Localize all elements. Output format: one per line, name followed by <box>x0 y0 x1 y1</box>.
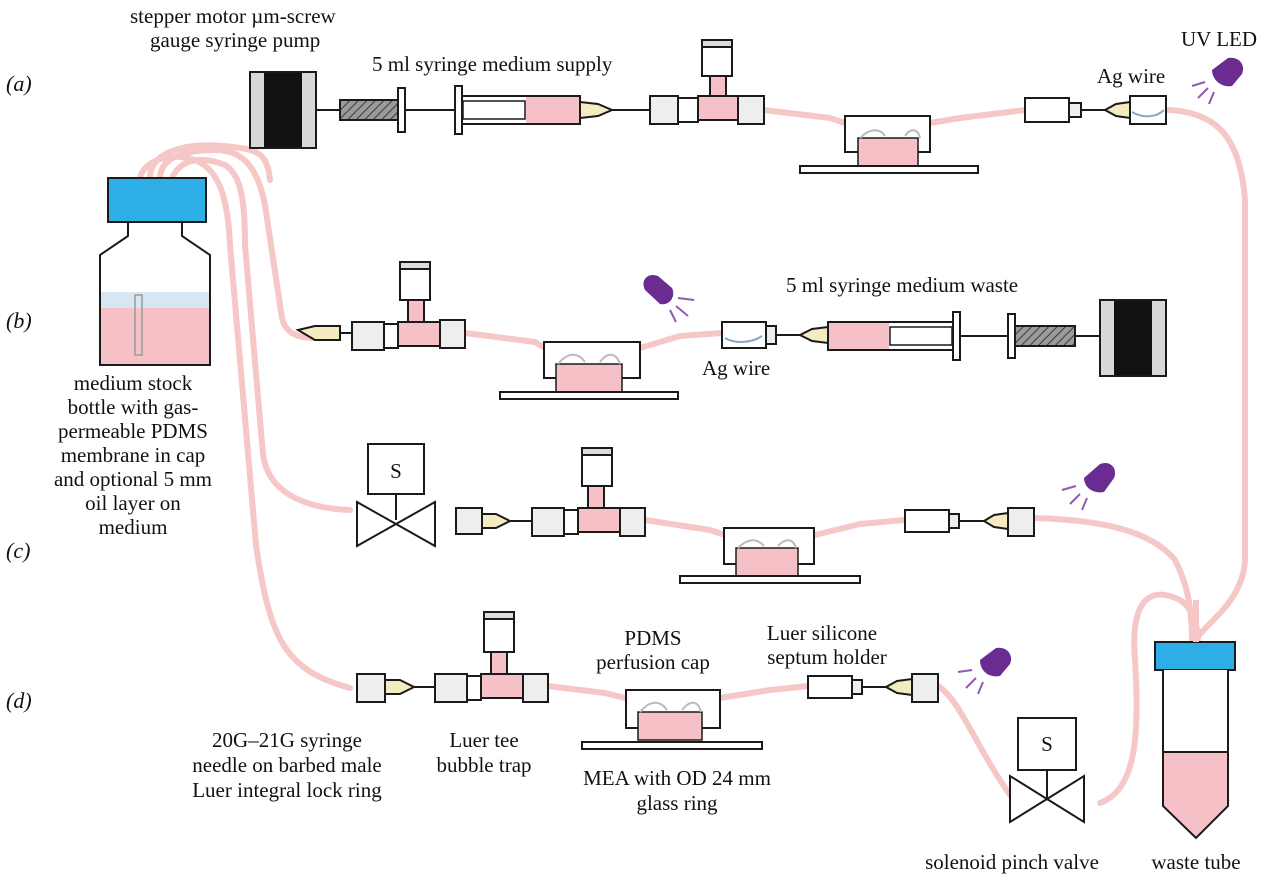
tube-bottle-to-d <box>137 153 353 691</box>
label-needle-line1: 20G–21G syringe <box>212 728 362 752</box>
label-pump-line2: gauge syringe pump <box>150 28 320 52</box>
needle-b <box>295 325 352 341</box>
label-supply-syringe: 5 ml syringe medium supply <box>372 52 613 76</box>
tube-d-to-valve <box>935 683 1013 798</box>
label-needle-line3: Luer integral lock ring <box>192 778 382 802</box>
tube-d-tee-mea <box>545 683 628 701</box>
uv-led-d <box>957 647 1012 695</box>
row-label-d: (d) <box>6 688 32 713</box>
row-label-a: (a) <box>6 71 32 96</box>
mea-b <box>499 341 679 400</box>
label-waste-tube: waste tube <box>1151 850 1240 874</box>
tee-bubble-trap-b <box>351 261 466 351</box>
label-bottle-line4: membrane in cap <box>61 443 206 467</box>
label-bottle-line7: medium <box>99 515 168 539</box>
label-valve-s-c: S <box>390 459 402 483</box>
syringe-pump-b <box>827 299 1167 377</box>
tube-b-mea-ag <box>637 330 725 351</box>
waste-tube <box>1154 600 1236 840</box>
uv-led-a <box>1191 57 1244 105</box>
tube-a-mea-out <box>927 107 1028 126</box>
solenoid-pinch-valve-d <box>1009 717 1085 824</box>
label-septum-line2: septum holder <box>767 645 887 669</box>
label-bottle: medium stock bottle with gas- permeable … <box>54 371 212 539</box>
label-bottle-line2: bottle with gas- <box>68 395 199 419</box>
tube-valve-to-waste <box>1097 591 1201 806</box>
medium-stock-bottle <box>99 177 211 366</box>
label-pdms-line2: perfusion cap <box>596 650 710 674</box>
uv-led-b <box>643 274 695 323</box>
label-septum-line1: Luer silicone <box>767 621 877 645</box>
septum-holder-d <box>807 673 939 703</box>
septum-holder-c <box>904 507 1035 537</box>
label-ag-wire-a: Ag wire <box>1097 64 1165 88</box>
label-bottle-line3: permeable PDMS <box>58 419 208 443</box>
label-needle-line2: needle on barbed male <box>192 753 382 777</box>
label-tee-line2: bubble trap <box>436 753 531 777</box>
label-pump-line1: stepper motor µm-screw <box>130 4 337 28</box>
label-bottle-line1: medium stock <box>74 371 193 395</box>
tee-bubble-trap-c <box>531 447 646 537</box>
row-label-b: (b) <box>6 308 32 333</box>
needle-d <box>356 673 435 703</box>
label-bottle-line6: oil layer on <box>85 491 181 515</box>
mea-a <box>799 115 979 174</box>
tube-c-mea-out <box>812 517 908 538</box>
label-mea-line1: MEA with OD 24 mm <box>583 766 771 790</box>
pinch-valve-c <box>356 443 436 548</box>
tubing-network <box>137 107 1248 806</box>
needle-c <box>455 507 532 535</box>
ag-wire-holder-b <box>721 321 829 349</box>
tee-bubble-trap-d <box>434 611 549 703</box>
uv-led-c <box>1061 462 1116 511</box>
label-tee-line1: Luer tee <box>449 728 518 752</box>
label-valve-s-d: S <box>1041 732 1053 756</box>
tube-d-mea-out <box>717 683 811 701</box>
tube-c-tee-mea <box>642 517 728 538</box>
tube-b-tee-mea <box>462 330 548 351</box>
label-waste-syringe: 5 ml syringe medium waste <box>786 273 1018 297</box>
label-solenoid-pinch-valve: solenoid pinch valve <box>925 850 1099 874</box>
tube-a-to-waste <box>1165 107 1248 643</box>
ag-wire-holder-a <box>1024 95 1167 125</box>
mea-c <box>679 527 861 584</box>
tube-a-supply <box>761 107 848 126</box>
label-pdms-line1: PDMS <box>624 626 681 650</box>
tee-bubble-trap-a <box>649 39 765 125</box>
row-label-c: (c) <box>6 538 30 563</box>
syringe-pump-a <box>249 71 650 149</box>
label-ag-wire-b: Ag wire <box>702 356 770 380</box>
label-uv-led: UV LED <box>1181 27 1257 51</box>
label-mea-line2: glass ring <box>636 791 718 815</box>
label-bottle-line5: and optional 5 mm <box>54 467 212 491</box>
mea-d <box>581 689 763 750</box>
tube-c-to-waste <box>1032 515 1195 643</box>
